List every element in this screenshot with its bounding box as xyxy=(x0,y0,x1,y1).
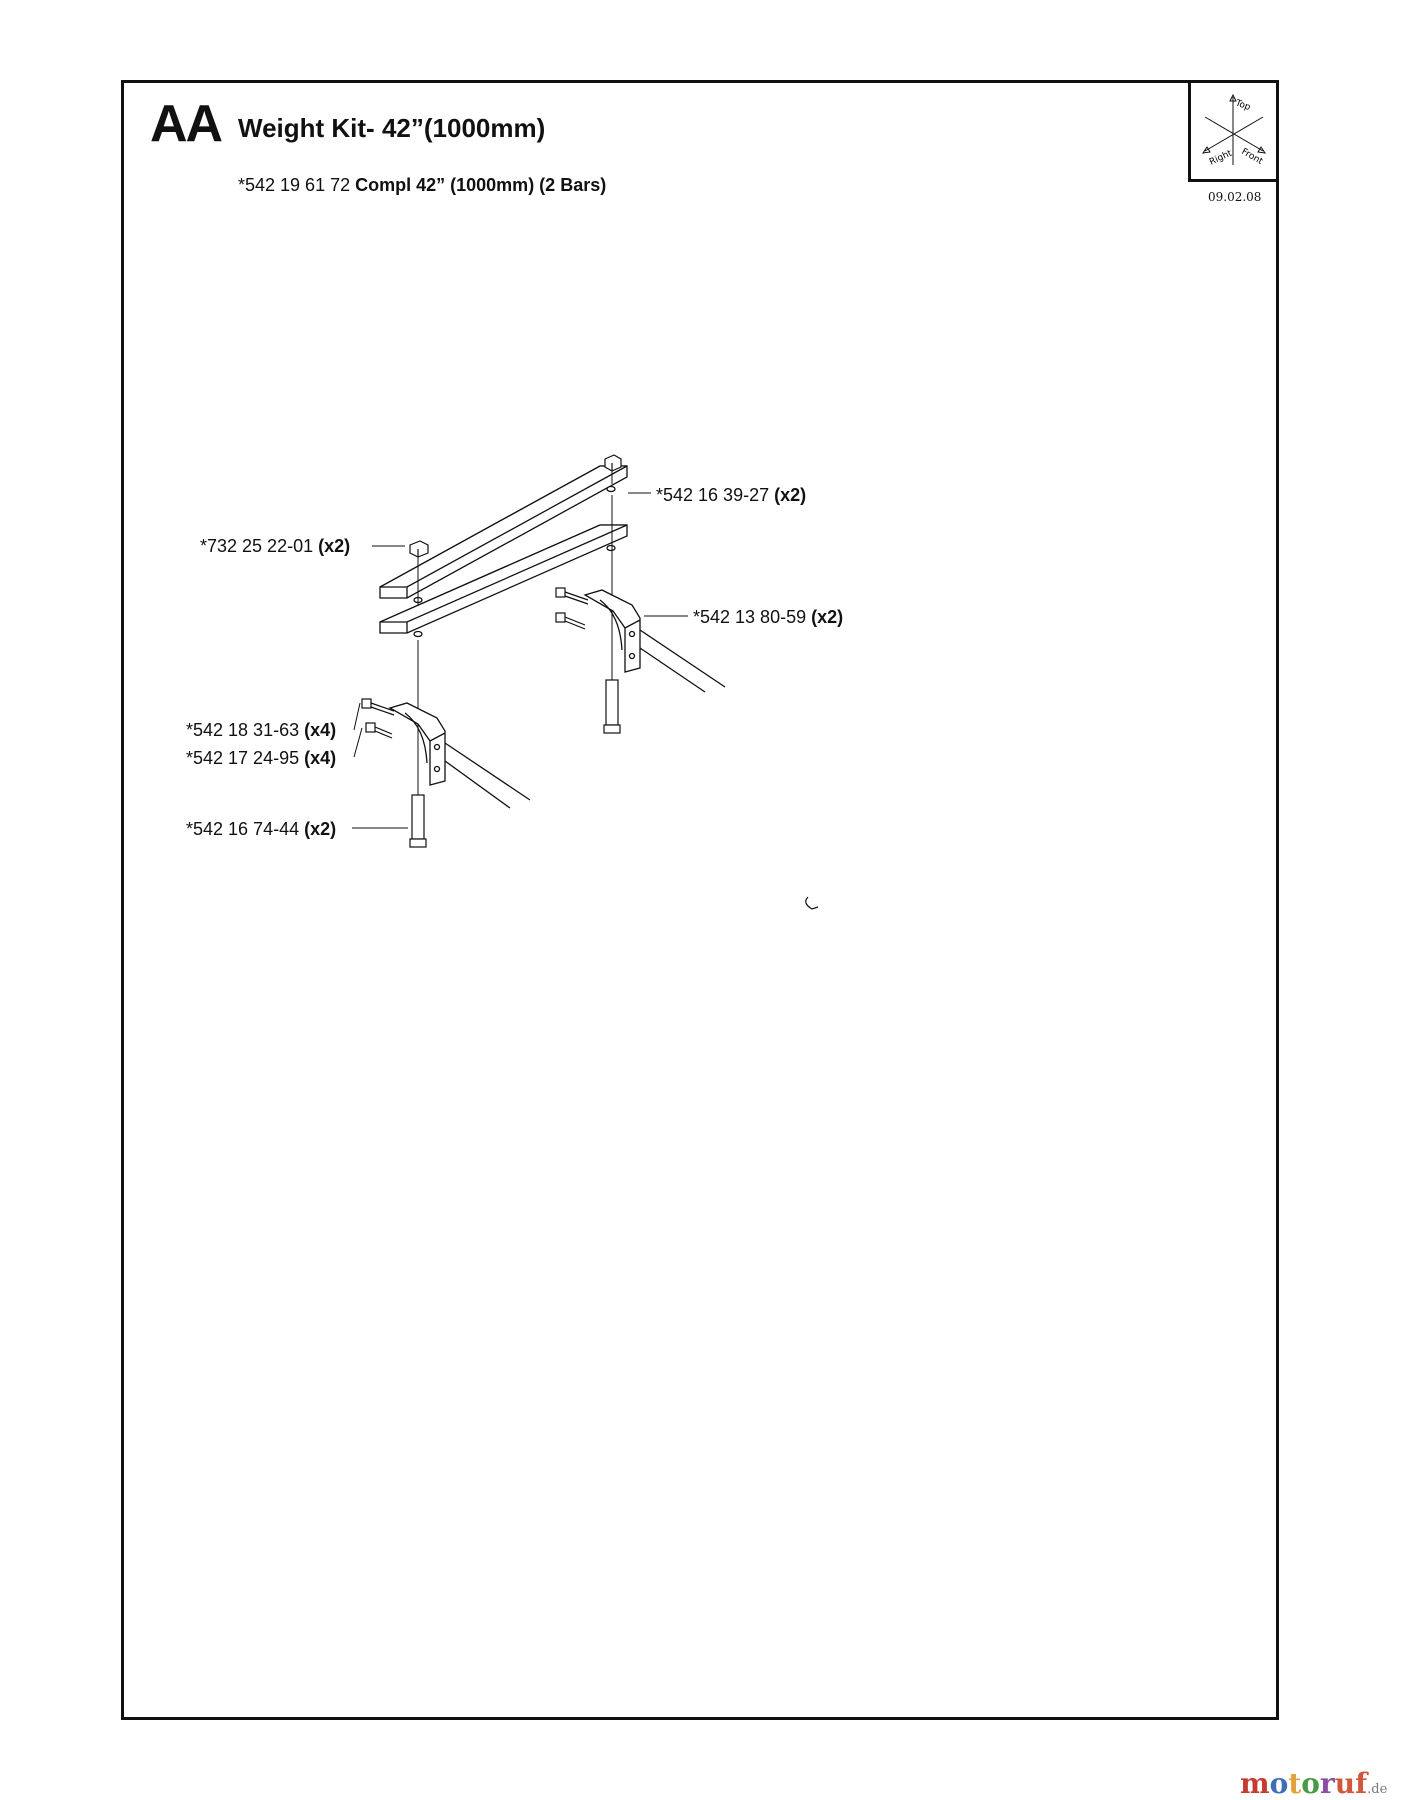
watermark-logo: motoruf.de xyxy=(1240,1767,1388,1800)
revision-date: 09.02.08 xyxy=(1208,190,1262,204)
page-title: Weight Kit- 42”(1000mm) xyxy=(238,113,546,143)
bracket-right xyxy=(583,589,641,673)
nut-left xyxy=(409,540,429,558)
orientation-axes-icon: Top Right Front xyxy=(1201,93,1267,168)
bolt-left-upper xyxy=(361,698,395,716)
kit-description: Compl 42” (1000mm) (2 Bars) xyxy=(355,175,607,195)
part-label: *542 16 74-44 (x2) xyxy=(186,819,337,839)
weight-bar-lower xyxy=(379,524,628,638)
part-label: *542 13 80-59 (x2) xyxy=(693,607,844,627)
part-label: *542 18 31-63 (x4) xyxy=(186,720,337,740)
part-label: *542 16 39-27 (x2) xyxy=(656,485,807,505)
part-label: *732 25 22-01 (x2) xyxy=(200,536,351,556)
bolt-right-lower xyxy=(555,612,586,630)
bolt-right-upper xyxy=(555,587,589,605)
kit-line: *542 19 61 72 Compl 42” (1000mm) (2 Bars… xyxy=(238,176,606,194)
nut-right xyxy=(604,454,622,472)
weight-bar-upper xyxy=(379,465,628,604)
section-letter: AA xyxy=(150,95,223,153)
page-frame xyxy=(121,80,1279,1720)
bolt-left-lower xyxy=(365,722,393,739)
kit-number: *542 19 61 72 xyxy=(238,175,351,195)
long-bolt-left xyxy=(409,794,427,848)
part-label: *542 17 24-95 (x4) xyxy=(186,748,337,768)
stray-mark xyxy=(805,896,819,910)
bracket-left xyxy=(388,702,446,786)
orientation-box: Top Right Front xyxy=(1188,80,1279,182)
long-bolt-right xyxy=(603,679,621,734)
